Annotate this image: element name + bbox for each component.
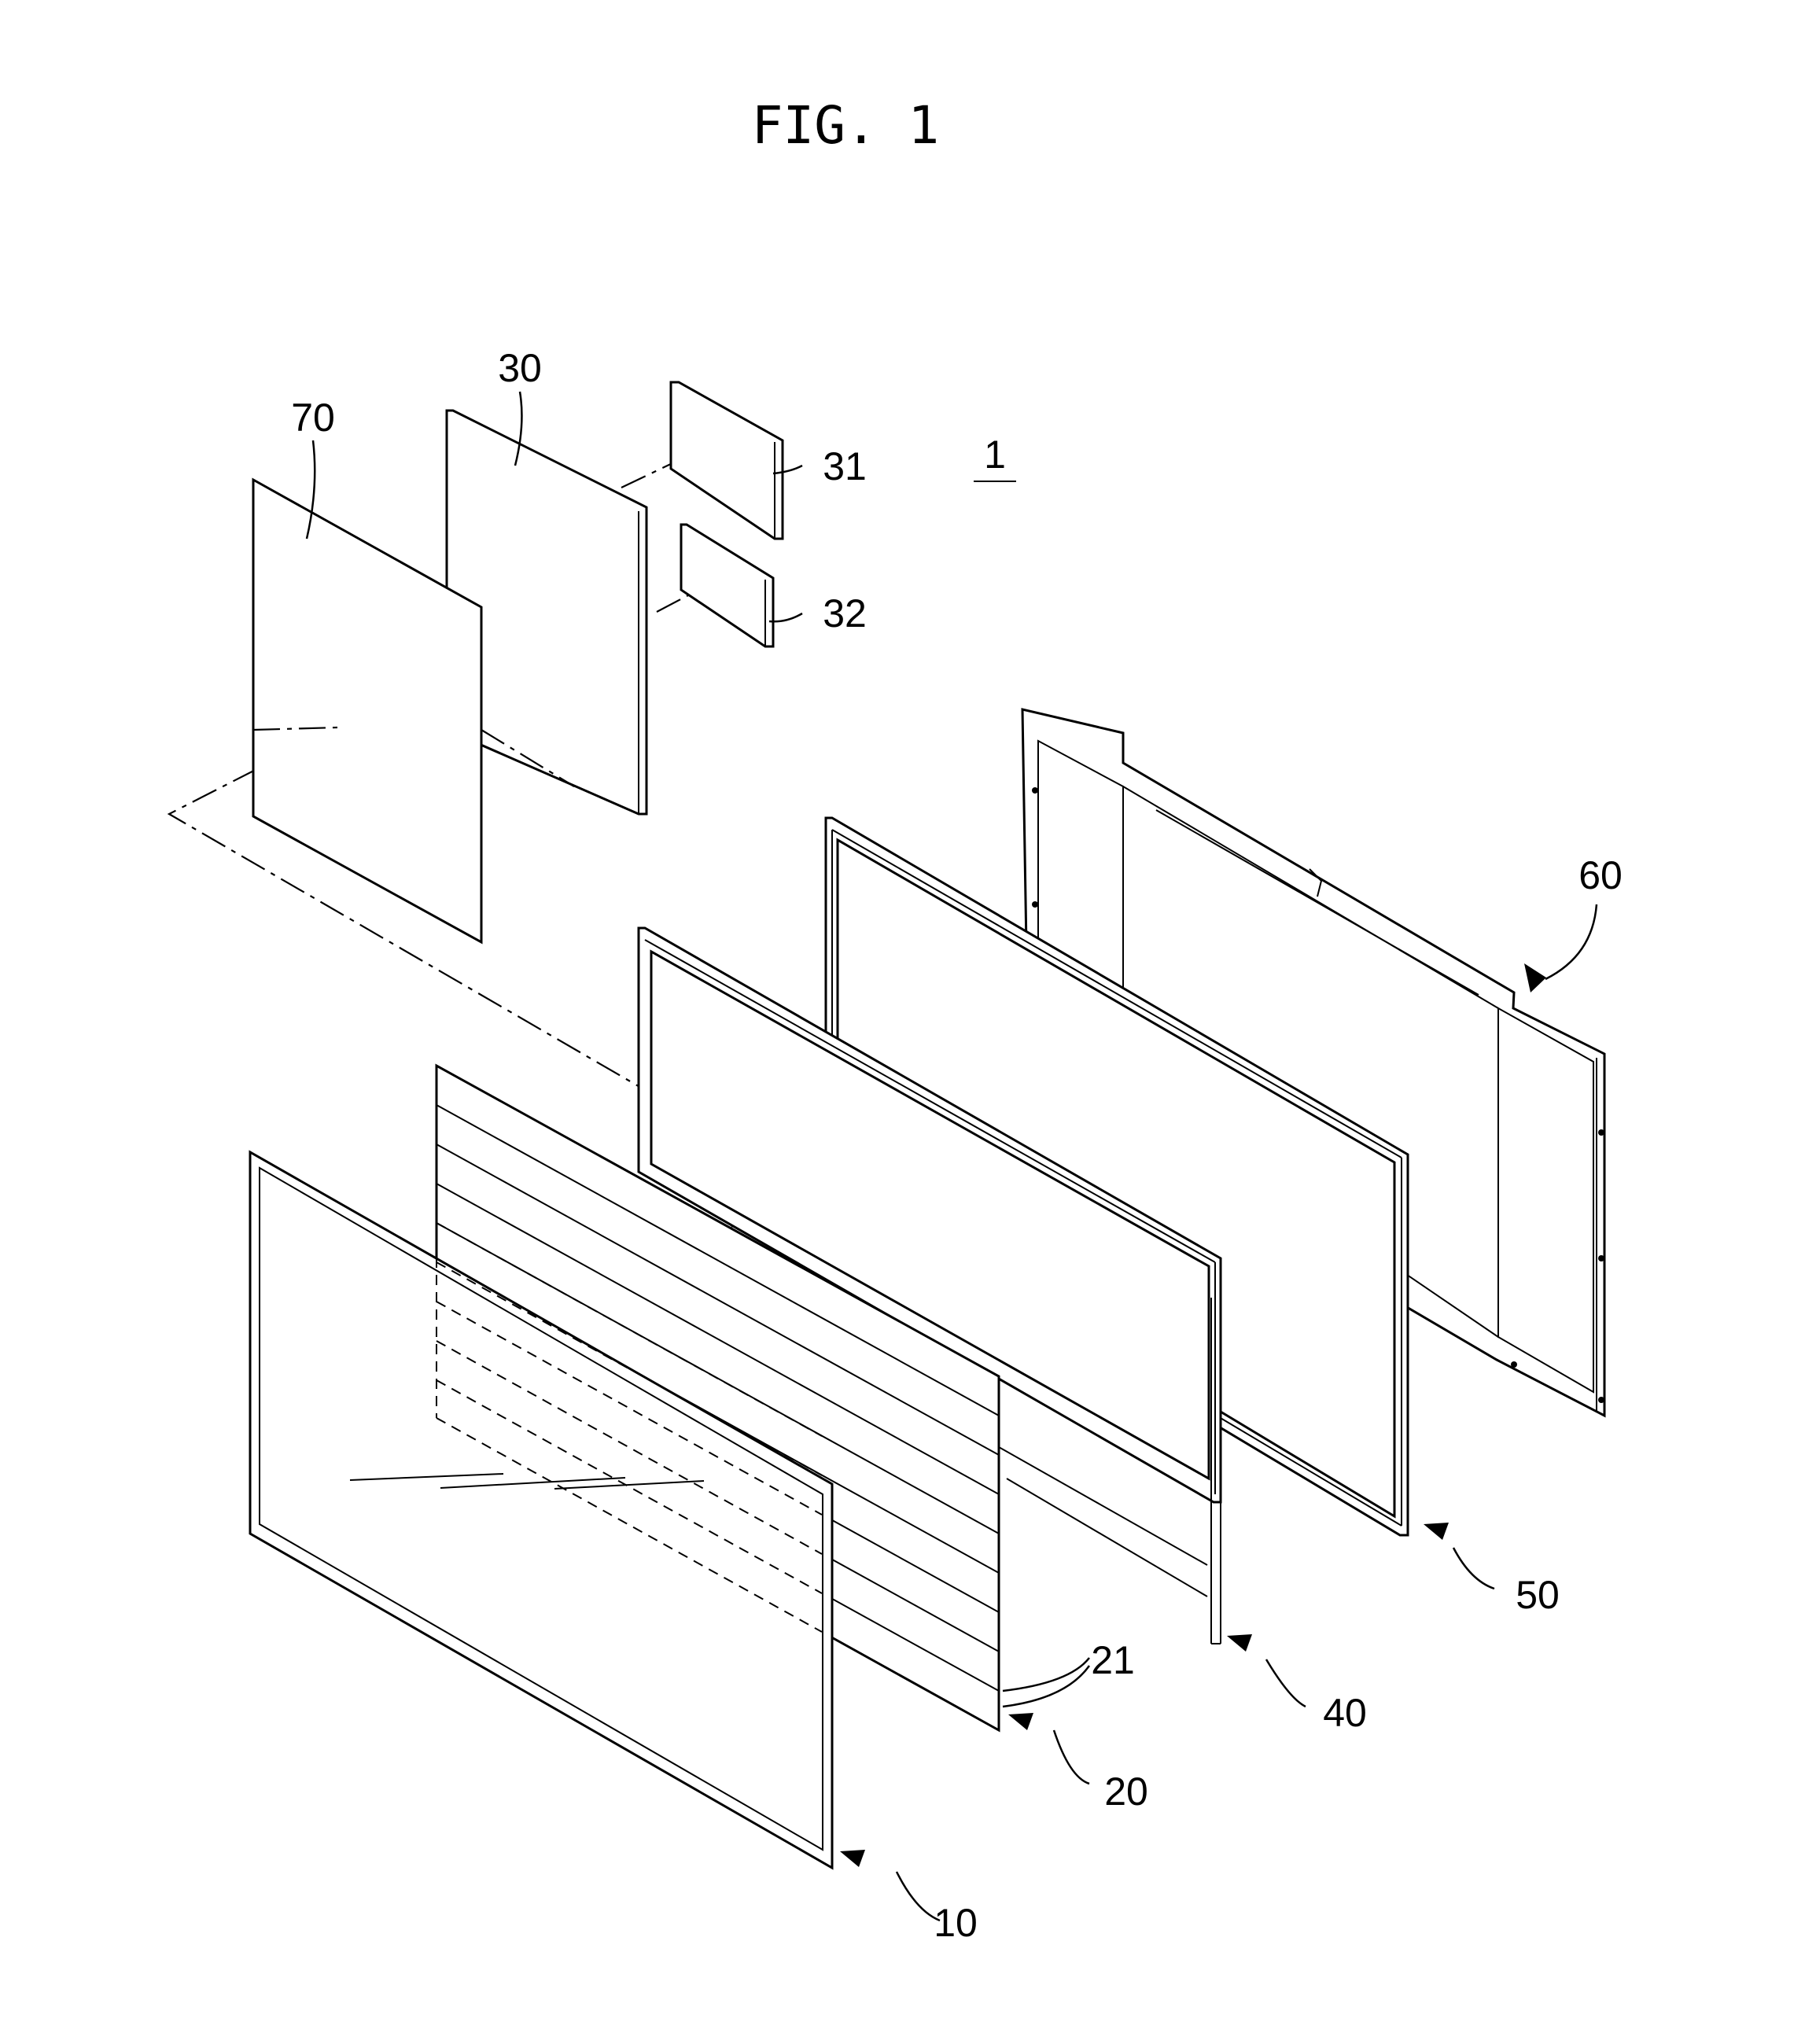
- ref-label-21: 21: [1091, 1638, 1135, 1682]
- arrow-20-icon: [1008, 1713, 1033, 1730]
- ref-label-70: 70: [291, 396, 335, 440]
- arrow-60-icon: [1524, 963, 1546, 993]
- arrow-50-icon: [1424, 1523, 1449, 1540]
- ref-label-32: 32: [823, 591, 867, 635]
- ref-label-31: 31: [823, 444, 867, 488]
- assembly-reference: 1: [974, 433, 1016, 481]
- ref-label-20: 20: [1104, 1770, 1148, 1814]
- arrow-10-icon: [840, 1850, 865, 1867]
- assembly-ref-label: 1: [984, 433, 1006, 477]
- ref-label-30: 30: [498, 346, 542, 390]
- sheet-piece-b: [681, 525, 773, 646]
- sheet-piece-a: [671, 382, 783, 539]
- figure-title: FIG. 1: [752, 95, 939, 156]
- ref-label-50: 50: [1516, 1573, 1560, 1617]
- ref-label-60: 60: [1578, 853, 1623, 897]
- arrow-40-icon: [1227, 1634, 1252, 1652]
- ref-label-40: 40: [1323, 1691, 1367, 1735]
- ref-label-10: 10: [934, 1901, 978, 1945]
